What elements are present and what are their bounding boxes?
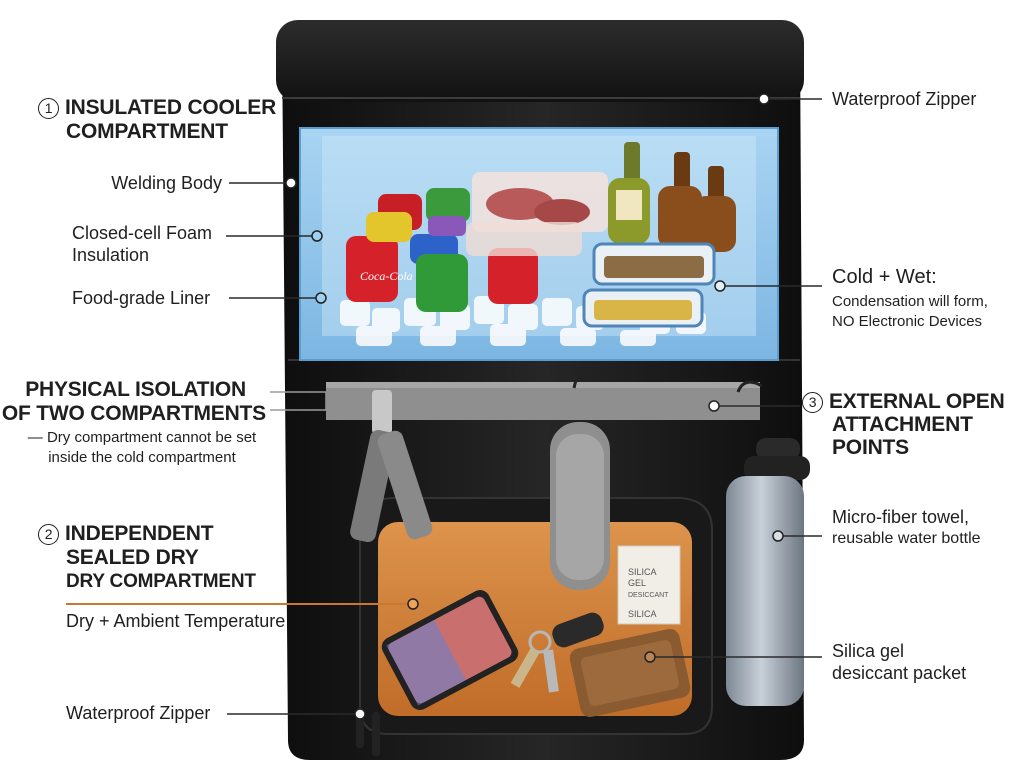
waterproof-zipper-top-label: Waterproof Zipper (832, 89, 977, 109)
towel-label-line1: Micro-fiber towel, (832, 507, 970, 527)
external-heading-line3: POINTS (832, 436, 909, 459)
beer-bottles (608, 142, 736, 252)
external-heading-line2: ATTACHMENT (832, 413, 973, 436)
foam-label-line2: Insulation (72, 245, 150, 265)
foam-label-line1: Closed-cell Foam (72, 223, 213, 243)
silica-text-4: SILICA (628, 609, 657, 619)
waterproof-zipper-bottom-label: Waterproof Zipper (66, 703, 211, 723)
can-brand-text: Coca-Cola (360, 269, 413, 283)
insulated-cooler-heading: 1 INSULATED COOLER (38, 96, 276, 119)
dry-heading-line2: SEALED DRY (66, 546, 199, 569)
cold-compartment: Coca-Cola (299, 127, 779, 361)
cold-wet-title: Cold + Wet: (832, 266, 937, 288)
soda-cans: Coca-Cola (346, 188, 538, 312)
insulated-cooler-line1: INSULATED COOLER (65, 96, 277, 119)
cold-wet-line1: Condensation will form, (832, 293, 988, 310)
external-heading: 3 EXTERNAL OPEN (802, 390, 1005, 413)
car-keys (510, 612, 604, 693)
micro-fiber-towel (550, 365, 610, 590)
callout-number-3: 3 (802, 392, 823, 413)
silica-gel-packet: SILICA GEL DESICCANT SILICA (617, 545, 681, 625)
silica-text-3: DESICCANT (628, 592, 669, 599)
cold-wet-line2: NO Electronic Devices (832, 313, 983, 330)
leader-lines (66, 98, 822, 715)
water-bottle (726, 380, 810, 706)
food-liner-label: Food-grade Liner (72, 288, 211, 308)
dry-note: Dry + Ambient Temperature (66, 611, 286, 631)
multitool (350, 390, 433, 542)
callout-number-2: 2 (38, 524, 59, 545)
welding-body-label: Welding Body (111, 173, 222, 193)
dry-heading-line3: DRY COMPARTMENT (66, 571, 256, 592)
silica-text-1: SILICA (628, 567, 657, 577)
towel-label-line2: reusable water bottle (832, 530, 981, 547)
callout-dots (285, 93, 784, 720)
silica-label-line1: Silica gel (832, 641, 905, 661)
isolation-strap (270, 382, 760, 420)
silica-text-2: GEL (628, 578, 646, 588)
external-heading-line1: EXTERNAL OPEN (829, 390, 1005, 413)
isolation-heading-line1: PHYSICAL ISOLATION (25, 378, 246, 401)
isolation-note-line1: — Dry compartment cannot be set (27, 429, 257, 446)
dry-heading: 2 INDEPENDENT (38, 522, 214, 545)
callout-number-1: 1 (38, 98, 59, 119)
silica-label-line2: desiccant packet (832, 663, 967, 683)
isolation-note-line2: inside the cold compartment (48, 449, 236, 466)
insulated-cooler-line2: COMPARTMENT (66, 120, 228, 143)
food-containers (582, 242, 716, 328)
dry-heading-line1: INDEPENDENT (65, 522, 214, 545)
isolation-heading-line2: OF TWO COMPARTMENTS (1, 402, 266, 425)
lid (276, 20, 804, 102)
smartphone (381, 590, 519, 710)
steak-package (466, 172, 608, 256)
